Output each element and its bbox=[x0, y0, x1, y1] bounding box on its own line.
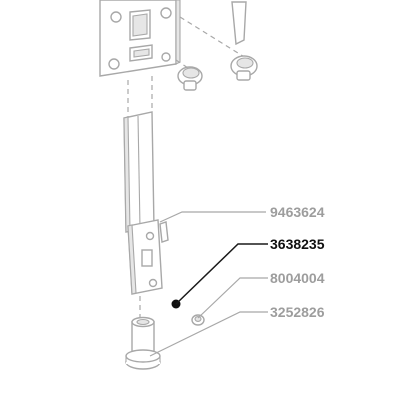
leader-3638235 bbox=[175, 243, 268, 305]
leader-9463624 bbox=[159, 211, 266, 223]
leader-8004004 bbox=[197, 277, 268, 319]
callout-part-number-1[interactable]: 9463624 bbox=[270, 204, 325, 220]
upper-bracket-arm bbox=[231, 1, 247, 46]
mounting-plate bbox=[99, 0, 181, 77]
lower-bracket bbox=[127, 219, 169, 295]
vertical-rod bbox=[123, 111, 155, 233]
callout-part-number-3[interactable]: 8004004 bbox=[270, 270, 325, 286]
callout-part-number-2-highlighted[interactable]: 3638235 bbox=[270, 236, 325, 252]
bushing bbox=[125, 316, 161, 370]
screw-upper-right bbox=[230, 55, 258, 81]
callout-part-number-4[interactable]: 3252826 bbox=[270, 304, 325, 320]
nut-small bbox=[191, 314, 205, 326]
assembly-lines-upper bbox=[127, 16, 247, 118]
screw-upper-left bbox=[177, 66, 203, 91]
leader-3252826 bbox=[149, 311, 268, 357]
